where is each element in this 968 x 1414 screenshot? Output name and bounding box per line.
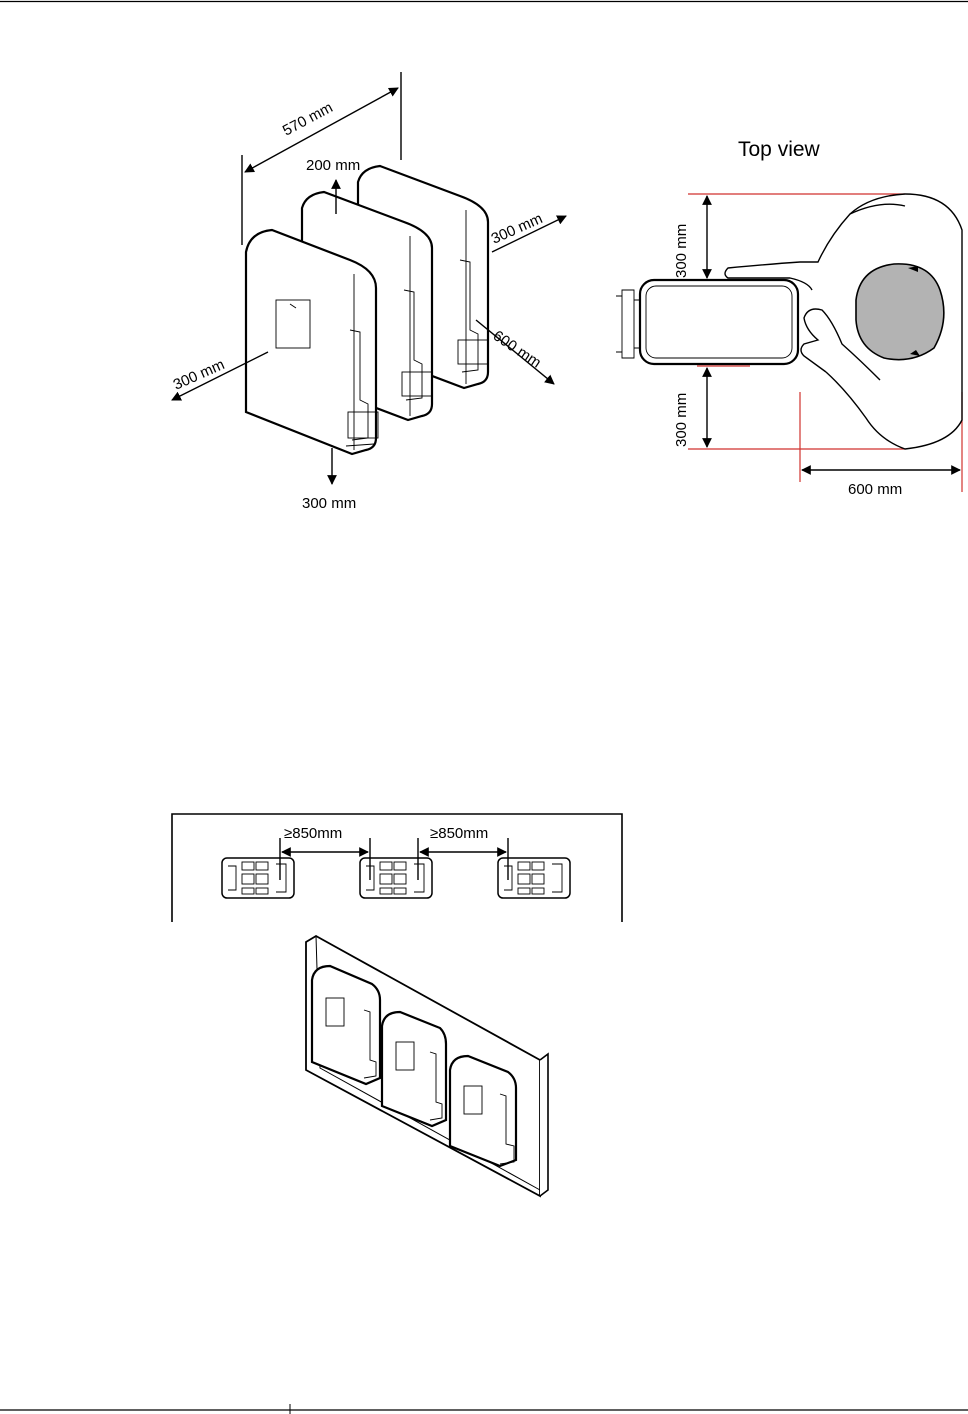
top-view-title: Top view xyxy=(738,138,821,161)
wall-cabinet-2 xyxy=(382,1012,446,1126)
wall-cabinet-3 xyxy=(450,1056,516,1166)
wall-cabinet-1 xyxy=(312,966,380,1084)
mount-bracket xyxy=(616,290,640,358)
person-head-icon xyxy=(856,264,944,360)
cabinet-front xyxy=(246,230,378,454)
cabinet-top-view xyxy=(640,280,798,364)
width-label: 570 mm xyxy=(280,99,336,139)
front-clearance-label-top-view: 600 mm xyxy=(848,481,902,498)
lower-clearance-label: 300 mm xyxy=(673,393,690,447)
left-clearance-label: 300 mm xyxy=(171,356,227,394)
bottom-clearance-label: 300 mm xyxy=(302,495,356,512)
upper-clearance-label: 300 mm xyxy=(673,224,690,278)
top-clearance-label: 200 mm xyxy=(306,157,360,174)
front-clearance-label: 600 mm xyxy=(490,327,544,371)
isometric-clearance-figure: 570 mm 200 mm 300 mm 600 mm 300 mm 300 m… xyxy=(171,72,566,512)
cabinet-plan-2 xyxy=(360,858,432,898)
wall-mount-figure xyxy=(306,936,548,1196)
top-view-figure: Top view 300 mm 300 mm 600 mm xyxy=(616,138,962,498)
spacing-label-left: ≥850mm xyxy=(284,825,342,842)
spacing-label-right: ≥850mm xyxy=(430,825,488,842)
rear-clearance-label: 300 mm xyxy=(489,210,545,248)
cabinet-plan-3 xyxy=(498,858,570,898)
wall-spacing-figure: ≥850mm ≥850mm xyxy=(172,814,622,922)
cabinet-plan-1 xyxy=(222,858,294,898)
